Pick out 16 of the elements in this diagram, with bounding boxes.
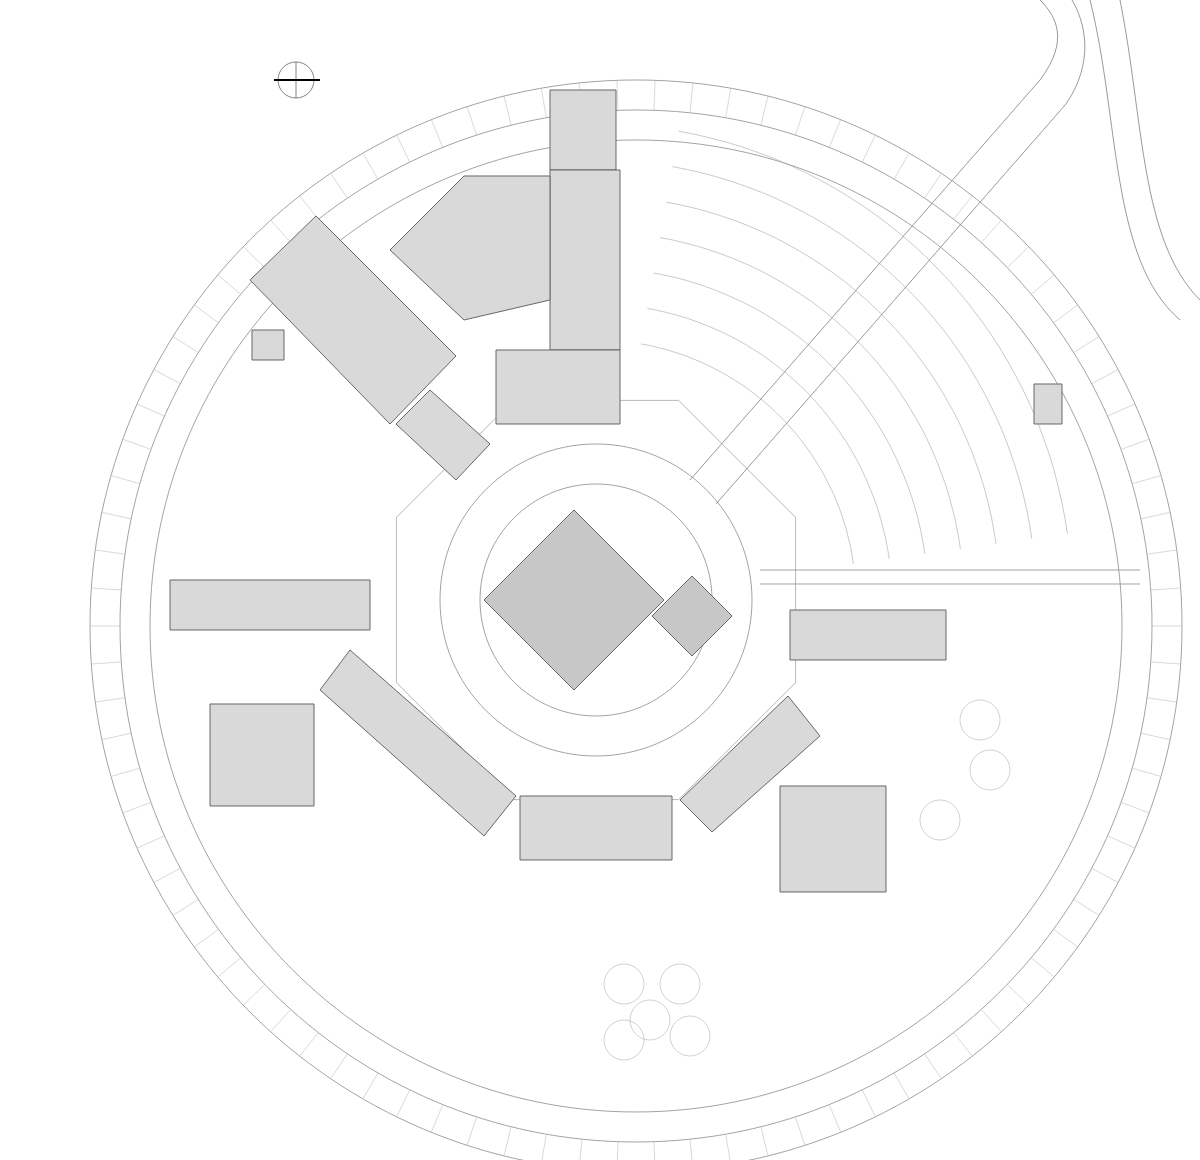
- building: [319, 649, 517, 837]
- building: [679, 695, 821, 833]
- building: [1033, 383, 1063, 425]
- building: [169, 579, 371, 631]
- diamond-building: [651, 575, 733, 657]
- building: [549, 89, 617, 171]
- diamond-building: [483, 509, 665, 691]
- building: [779, 785, 887, 893]
- building: [495, 349, 621, 425]
- building: [389, 175, 551, 321]
- building: [251, 329, 285, 361]
- building: [395, 389, 491, 481]
- building: [519, 795, 673, 861]
- building: [249, 215, 457, 425]
- building: [209, 703, 315, 807]
- building: [789, 609, 947, 661]
